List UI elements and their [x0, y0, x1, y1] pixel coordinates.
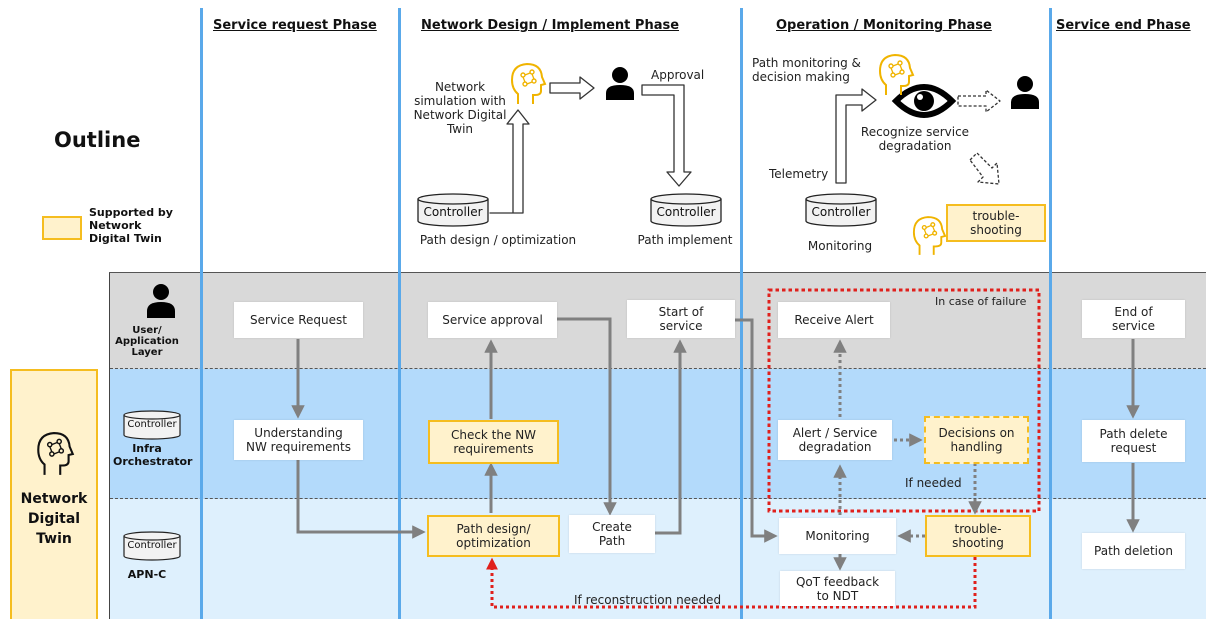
failure-region — [767, 288, 1041, 513]
outline-arrow-telemetry — [835, 88, 877, 184]
controller-cylinder-icon: Controller — [417, 193, 489, 227]
outline-title: Outline — [54, 128, 141, 152]
brain-head-icon — [912, 215, 947, 257]
flow-understanding-to-path-design — [296, 460, 426, 539]
controller-label: Controller — [127, 540, 177, 551]
troubleshooting-box: trouble- shooting — [925, 515, 1031, 557]
brain-head-icon — [878, 53, 915, 97]
if-needed-label: If needed — [905, 476, 962, 490]
eye-icon — [891, 80, 957, 122]
person-icon — [1010, 76, 1040, 110]
controller-cylinder-icon: Controller — [123, 531, 181, 561]
person-icon — [605, 67, 635, 101]
outline-path-monitoring-text: Path monitoring & decision making — [752, 56, 861, 84]
controller-cylinder-icon: Controller — [650, 193, 722, 227]
lane-separator-1 — [110, 368, 1206, 369]
phase-title-operation: Operation / Monitoring Phase — [776, 18, 992, 33]
outline-recognize-text: Recognize service degradation — [860, 125, 970, 153]
legend-swatch — [42, 216, 82, 240]
decisions-box: Decisions on handling — [924, 416, 1029, 464]
path-design-box: Path design/ optimization — [427, 515, 560, 557]
outline-path-implement-text: Path implement — [637, 233, 733, 247]
create-path-box: Create Path — [569, 515, 655, 553]
outline-monitoring-text: Monitoring — [807, 239, 873, 253]
understanding-box: Understanding NW requirements — [234, 420, 363, 460]
ndt-side-label: Network Digital Twin — [20, 491, 88, 547]
ndt-side-panel — [10, 369, 98, 619]
outline-arrow-to-troubleshooting — [969, 152, 1000, 185]
brain-head-icon — [510, 62, 547, 106]
brain-head-icon — [36, 431, 75, 477]
phase-title-service-request: Service request Phase — [213, 18, 377, 33]
phase-title-service-end: Service end Phase — [1056, 18, 1191, 33]
legend-label: Supported by Network Digital Twin — [89, 206, 173, 245]
outline-path-design-text: Path design / optimization — [419, 233, 577, 247]
monitoring-box: Monitoring — [779, 518, 896, 554]
lane-top-border — [109, 272, 1206, 273]
lane-label-user: User/ Application Layer — [115, 325, 179, 358]
service-approval-box: Service approval — [428, 302, 557, 338]
phase-divider-1 — [200, 8, 203, 619]
outline-arrow-simulation-to-approval — [549, 76, 595, 100]
flow-approval-to-create-path — [555, 317, 617, 516]
phase-divider-2 — [398, 8, 401, 619]
controller-label: Controller — [811, 205, 871, 219]
phase-title-network-design: Network Design / Implement Phase — [421, 18, 680, 33]
path-delete-request-box: Path delete request — [1082, 420, 1185, 462]
if-reconstruction-label: If reconstruction needed — [574, 593, 722, 607]
controller-label: Controller — [423, 205, 483, 219]
controller-label: Controller — [127, 419, 177, 430]
check-nw-box: Check the NW requirements — [428, 420, 559, 464]
controller-label: Controller — [656, 205, 716, 219]
controller-cylinder-icon: Controller — [805, 193, 877, 227]
phase-divider-4 — [1049, 8, 1052, 619]
in-case-failure-label: In case of failure — [935, 295, 1027, 308]
reconstruction-arrow — [486, 557, 977, 609]
qot-feedback-box: QoT feedback to NDT — [780, 571, 895, 606]
person-icon — [146, 283, 176, 319]
lane-left-border — [109, 272, 110, 619]
flow-start-to-monitoring — [735, 318, 778, 543]
phase-divider-3 — [740, 8, 743, 619]
lane-separator-2 — [110, 498, 1206, 499]
outline-network-simulation-text: Network simulation with Network Digital … — [413, 80, 507, 136]
controller-cylinder-icon: Controller — [123, 410, 181, 440]
outline-approval-text: Approval — [651, 68, 705, 82]
outline-arrow-approval-to-implement — [641, 84, 692, 187]
outline-arrow-eye-to-person — [957, 89, 1001, 113]
lane-label-infra: Infra Orchestrator — [113, 442, 193, 468]
alert-degradation-box: Alert / Service degradation — [778, 420, 892, 460]
start-service-box: Start of service — [627, 300, 735, 338]
lane-label-apnc: APN-C — [127, 568, 167, 581]
flow-create-path-to-start — [655, 339, 687, 535]
end-service-box: End of service — [1082, 300, 1185, 338]
service-request-box: Service Request — [234, 302, 363, 338]
outline-troubleshooting-box: trouble- shooting — [946, 204, 1046, 242]
path-deletion-box: Path deletion — [1082, 533, 1185, 569]
outline-telemetry-text: Telemetry — [769, 167, 829, 181]
receive-alert-box: Receive Alert — [778, 302, 890, 338]
outline-arrow-controller-to-simulation — [489, 109, 530, 214]
